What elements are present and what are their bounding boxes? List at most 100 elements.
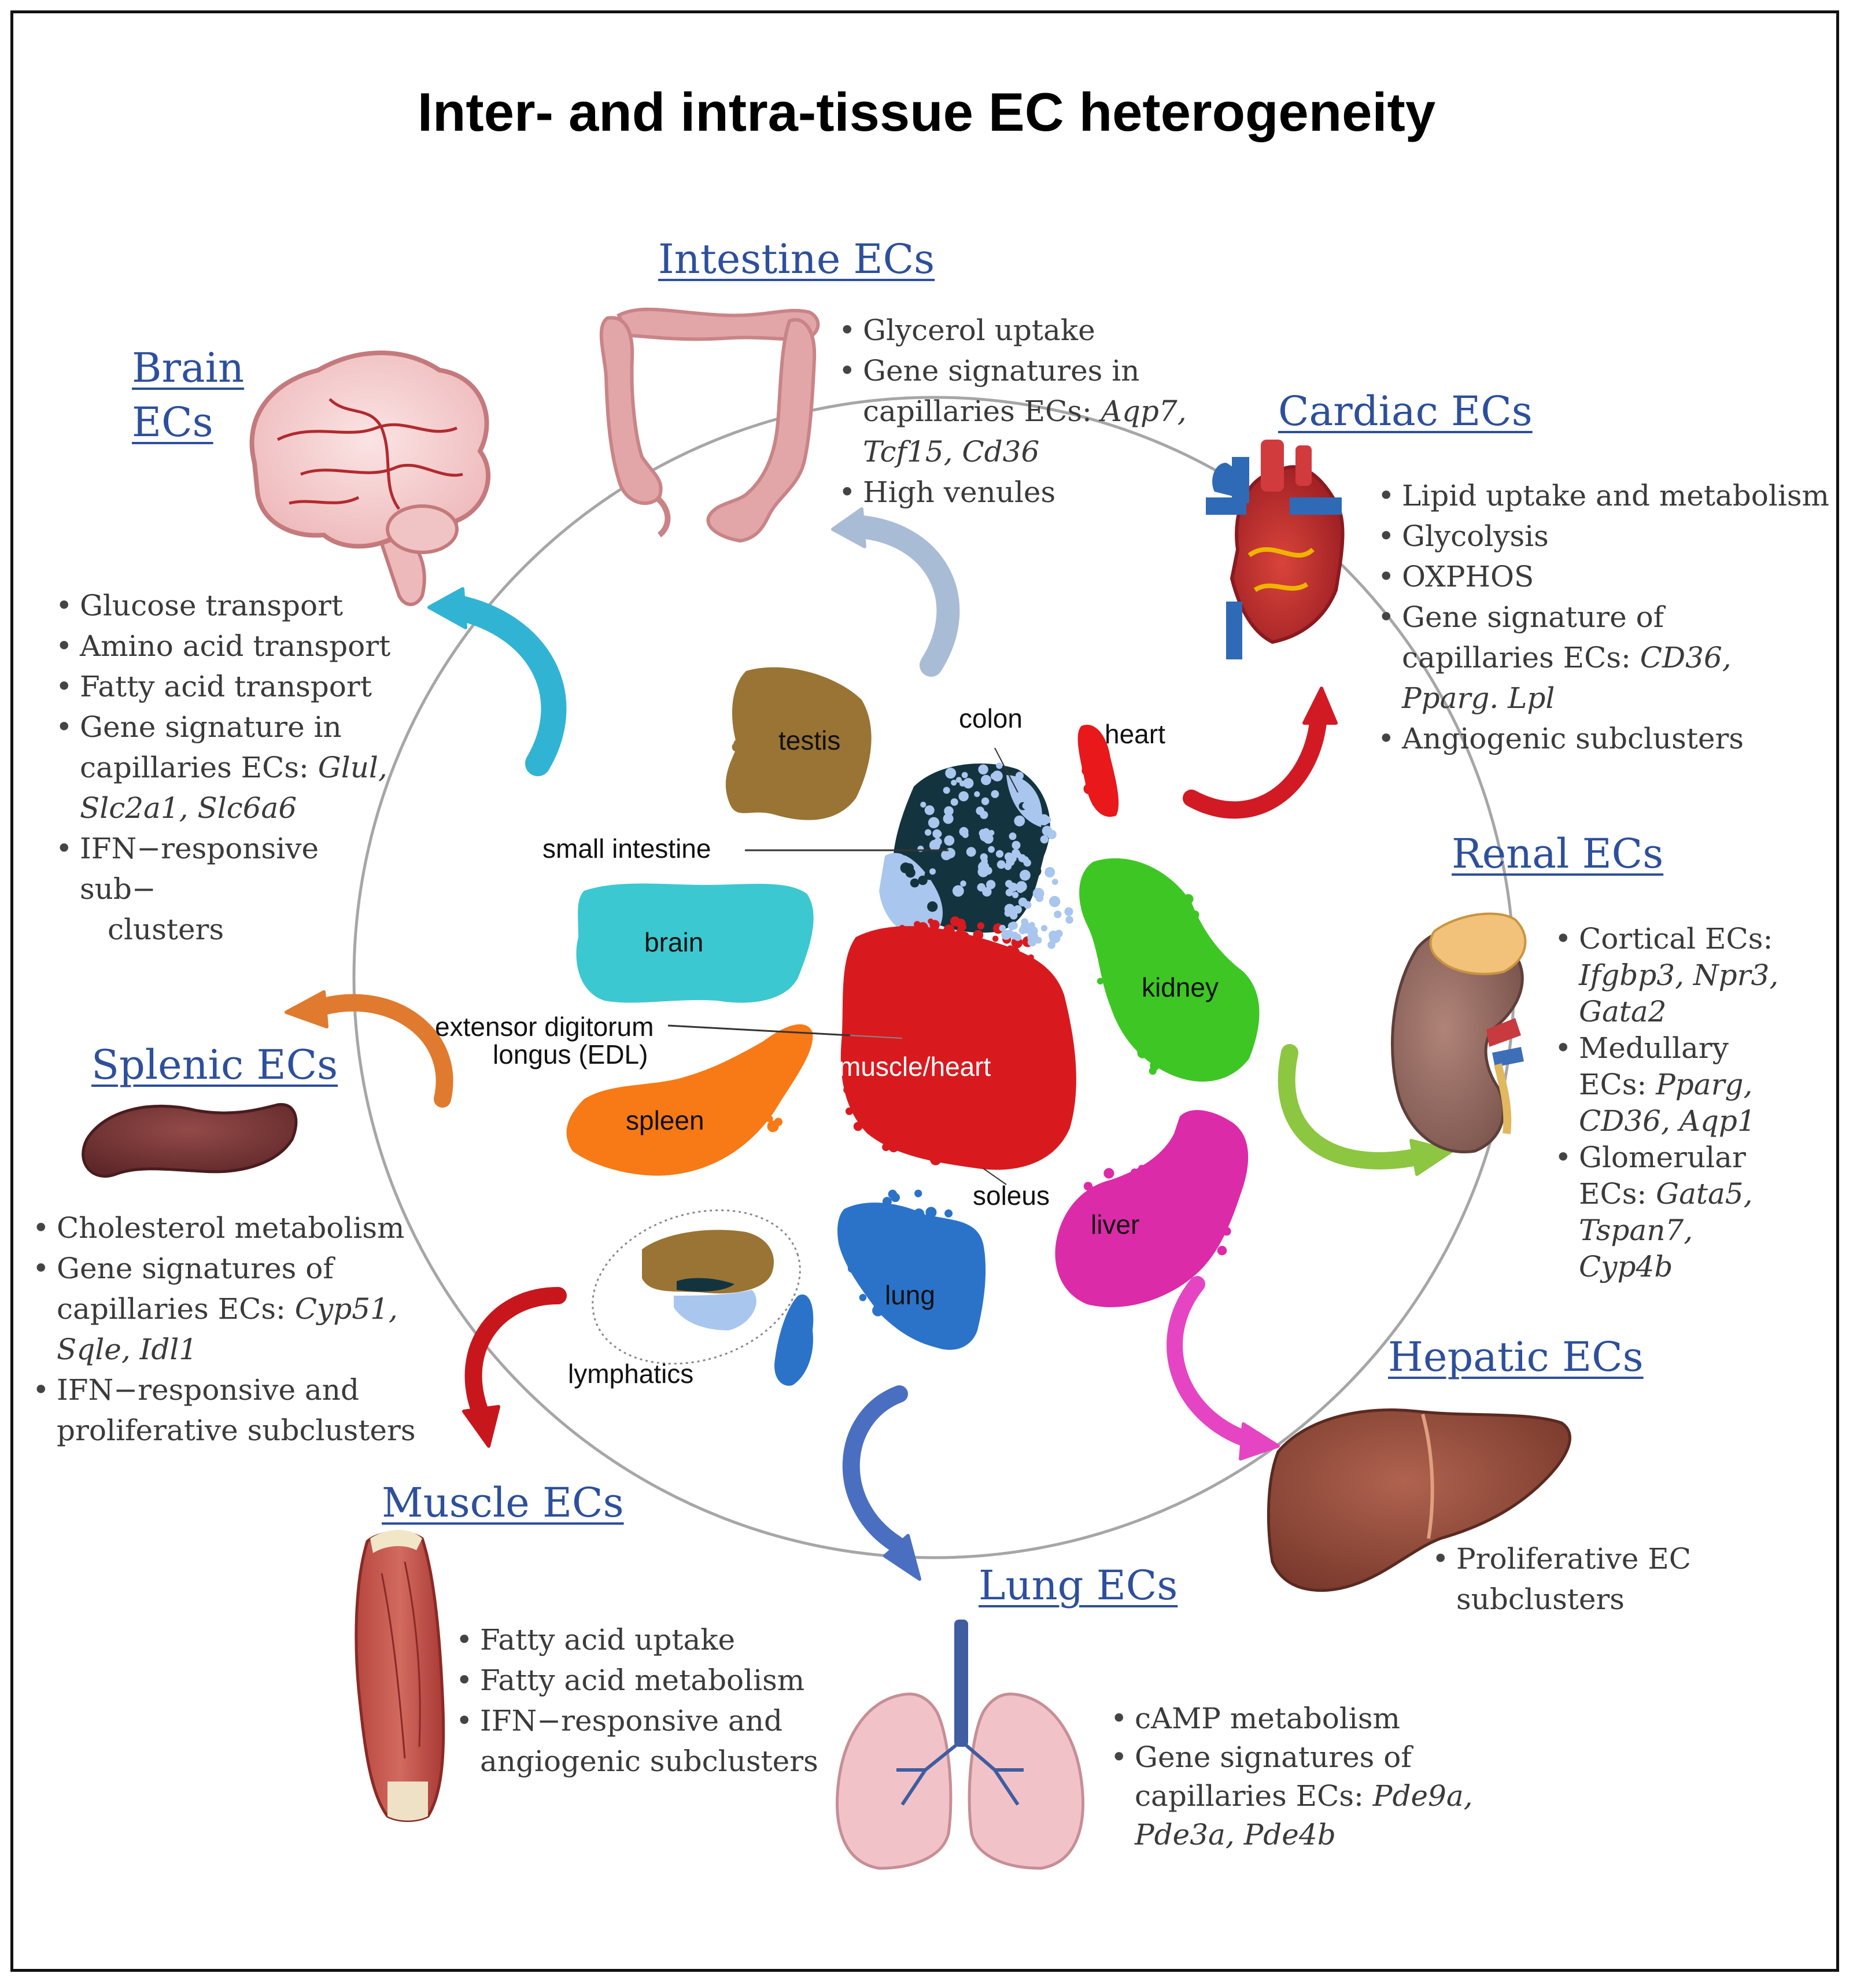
scatter-point: [980, 811, 988, 819]
scatter-point: [841, 784, 850, 794]
heading-renal-ecs: Renal ECs: [1452, 830, 1664, 877]
bullets-muscle: Fatty acid uptakeFatty acid metabolismIF…: [453, 1620, 835, 1782]
scatter-point: [746, 776, 757, 787]
cardiac-bullet: Glycolysis: [1375, 516, 1832, 556]
scatter-point: [826, 763, 836, 773]
brain-bullet-line: IFN−responsive: [80, 832, 319, 865]
splenic-bullet-line: proliferative subclusters: [57, 1414, 416, 1447]
muscle-bullet-line: angiogenic subclusters: [480, 1744, 818, 1778]
scatter-point: [877, 1266, 884, 1273]
lung-bullet-line: Pde3a, Pde4b: [1135, 1818, 1336, 1851]
scatter-point: [789, 683, 797, 691]
scatter-point: [1084, 742, 1094, 751]
scatter-point: [1054, 910, 1062, 919]
cluster-spleen: [566, 1024, 813, 1176]
scatter-point: [676, 1079, 684, 1087]
scatter-point: [856, 732, 863, 739]
scatter-point: [895, 927, 905, 936]
scatter-point: [1154, 965, 1161, 971]
scatter-point: [758, 1091, 767, 1101]
scatter-point: [741, 723, 752, 733]
scatter-point: [881, 942, 890, 951]
scatter-point: [888, 1301, 896, 1309]
scatter-point: [978, 1117, 985, 1124]
scatter-point: [929, 1109, 937, 1117]
scatter-point: [1005, 880, 1013, 888]
splenic-bullet-line: IFN−responsive and: [57, 1373, 359, 1407]
scatter-point: [708, 1089, 716, 1097]
muscle-bullet-line: Fatty acid uptake: [480, 1623, 736, 1657]
scatter-point: [926, 1056, 935, 1064]
scatter-point: [1137, 1048, 1148, 1058]
scatter-point: [1201, 1237, 1209, 1245]
scatter-point: [1188, 1236, 1197, 1245]
scatter-point: [978, 764, 988, 775]
scatter-point: [1035, 1071, 1046, 1083]
label-soleus: soleus: [973, 1181, 1050, 1211]
scatter-point: [848, 1245, 858, 1256]
scatter-point: [998, 1118, 1009, 1128]
renal-bullet-line: Medullary: [1579, 1031, 1729, 1065]
scatter-point: [1031, 813, 1038, 820]
scatter-point: [930, 1154, 942, 1165]
scatter-point: [1020, 1140, 1028, 1148]
scatter-point: [929, 920, 940, 930]
scatter-point: [918, 938, 927, 947]
scatter-point: [1205, 960, 1213, 968]
scatter-point: [905, 953, 912, 959]
splenic-bullet-line: Gene signatures of: [57, 1252, 334, 1285]
scatter-point: [950, 963, 959, 972]
scatter-point: [904, 1279, 911, 1286]
scatter-point: [1134, 1033, 1142, 1041]
scatter-point: [1017, 956, 1025, 962]
scatter-point: [943, 1099, 951, 1106]
scatter-point: [940, 890, 950, 899]
scatter-point: [871, 1233, 882, 1243]
scatter-point: [1021, 918, 1029, 926]
scatter-point: [973, 1049, 985, 1060]
scatter-point: [1013, 905, 1022, 914]
scatter-point: [724, 1103, 734, 1115]
scatter-point: [856, 743, 864, 751]
page-title: Inter- and intra-tissue EC heterogeneity: [417, 82, 1436, 142]
scatter-point: [1049, 896, 1061, 908]
scatter-point: [1007, 922, 1016, 931]
scatter-point: [913, 1082, 922, 1091]
scatter-point: [1158, 929, 1167, 938]
scatter-point: [811, 783, 822, 794]
scatter-point: [857, 1245, 863, 1252]
scatter-point: [945, 768, 957, 779]
scatter-point: [752, 936, 762, 945]
scatter-point: [906, 972, 916, 982]
scatter-point: [914, 1097, 924, 1105]
scatter-point: [678, 972, 689, 982]
scatter-point: [602, 948, 614, 960]
scatter-point: [999, 791, 1006, 798]
scatter-point: [918, 875, 928, 886]
scatter-point: [592, 1107, 601, 1116]
scatter-point: [1199, 949, 1208, 957]
label-edl-line2: longus (EDL): [493, 1039, 648, 1069]
scatter-point: [979, 964, 990, 974]
scatter-point: [1166, 1166, 1176, 1176]
scatter-point: [910, 955, 918, 962]
scatter-point: [1163, 1208, 1170, 1215]
scatter-point: [812, 745, 818, 752]
scatter-point: [1168, 992, 1180, 1003]
scatter-point: [891, 1240, 899, 1247]
scatter-point: [1177, 914, 1184, 921]
scatter-point: [996, 860, 1006, 869]
scatter-point: [1087, 1206, 1095, 1214]
scatter-point: [1222, 1227, 1231, 1236]
scatter-point: [958, 905, 969, 916]
scatter-point: [1010, 931, 1019, 940]
scatter-point: [972, 959, 979, 967]
scatter-point: [1136, 1181, 1145, 1189]
scatter-point: [749, 928, 759, 939]
scatter-point: [1055, 930, 1063, 938]
curved-arrows: [285, 507, 1453, 1581]
scatter-point: [916, 1048, 926, 1057]
